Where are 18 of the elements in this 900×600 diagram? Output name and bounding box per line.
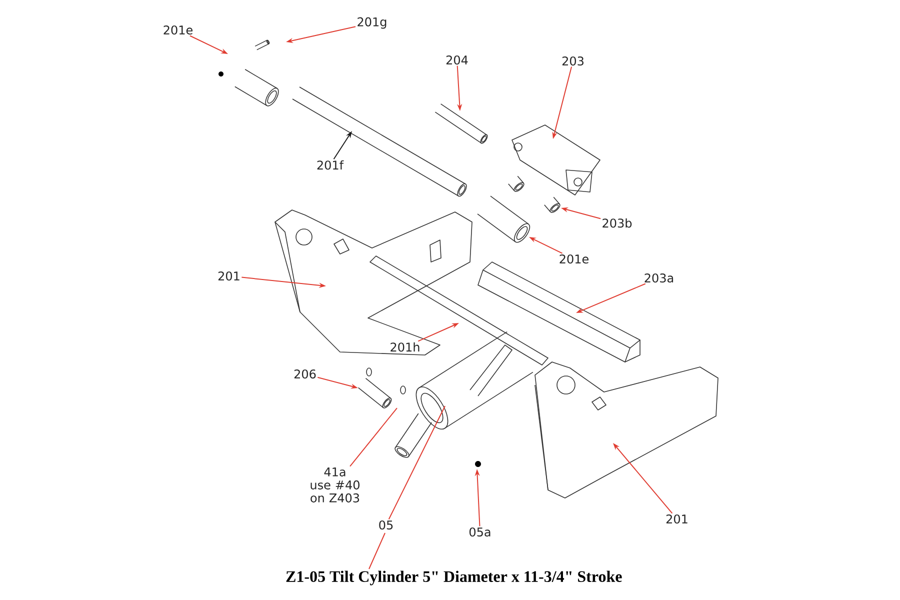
leader-line — [350, 408, 398, 467]
callout-number: 201h — [390, 342, 420, 352]
callout-number: 201g — [358, 17, 386, 29]
callout-number: 203a — [644, 273, 674, 283]
callout-number: 201 — [666, 514, 688, 524]
callout-number: 203 — [562, 56, 584, 66]
callout-number: 204 — [446, 55, 468, 65]
callout-number: 05 — [379, 520, 393, 530]
callout-number: 41a use #40 on Z403 — [310, 468, 360, 502]
callout-number: 203b — [602, 218, 632, 228]
callout-number: 201e — [164, 25, 192, 35]
leader-line — [368, 406, 446, 570]
callout-number: 201 — [218, 271, 240, 281]
callout-number: 05a — [469, 527, 490, 537]
callout-number: 201e — [560, 254, 588, 264]
callout-number: 206 — [294, 369, 316, 379]
callout-number: 201f — [317, 160, 344, 170]
figure-title: Z1-05 Tilt Cylinder 5" Diameter x 11-3/4" Stroke — [286, 570, 622, 586]
